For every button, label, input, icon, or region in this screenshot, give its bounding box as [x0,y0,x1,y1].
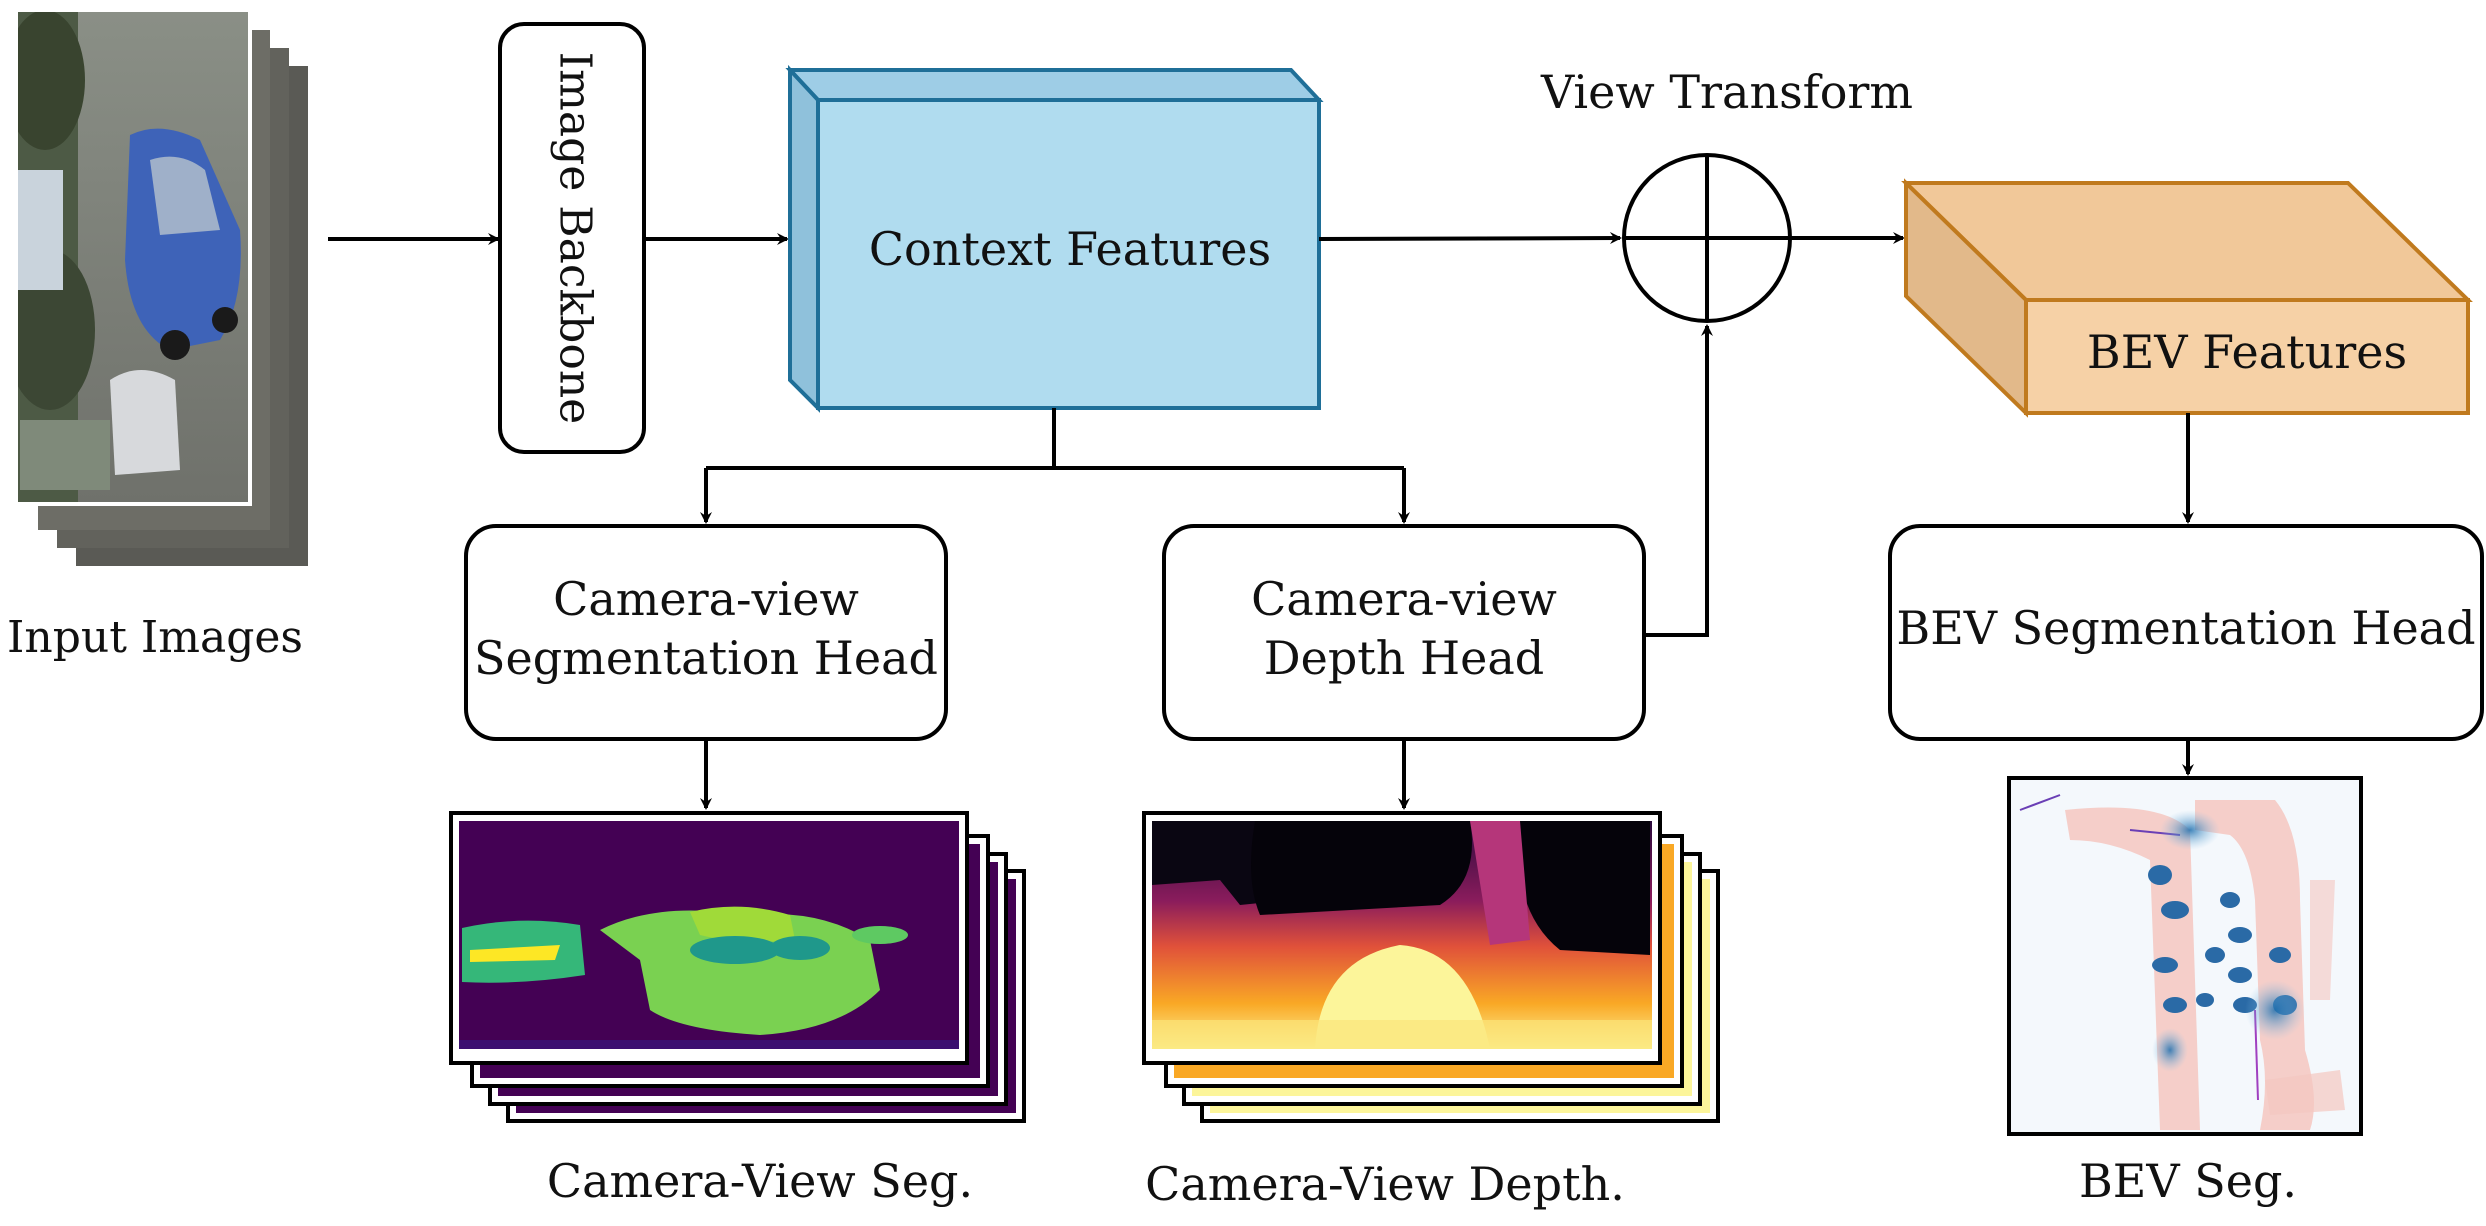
image-backbone-label: Image Backbone [550,52,601,424]
arrow-depth-to-transform [1644,324,1713,637]
seg-head-line2: Segmentation Head [474,631,938,685]
seg-mask-image [459,821,959,1049]
input-photo [18,12,248,502]
arrow-context-to-transform [1318,232,1622,245]
depth-head-line1: Camera-view [1251,572,1557,626]
bev-features-label: BEV Features [2087,325,2407,379]
context-features-label: Context Features [869,222,1271,276]
context-features-box [785,64,1324,413]
view-transform-node [1622,153,1792,323]
input-images-stack [14,8,308,566]
seg-output-stack [449,811,1026,1123]
seg-head-line1: Camera-view [553,572,859,626]
context-split-connector [700,408,1410,524]
bev-seg-label: BEV Seg. [2079,1154,2297,1208]
depth-output-label: Camera-View Depth. [1145,1157,1625,1211]
depth-map-image [1152,821,1652,1049]
bev-head-label: BEV Segmentation Head [1896,601,2475,655]
input-images-label: Input Images [7,612,303,663]
depth-head-line2: Depth Head [1264,631,1545,685]
seg-output-label: Camera-View Seg. [547,1154,973,1208]
depth-output-stack [1142,811,1720,1123]
bev-seg-image [2011,780,2359,1132]
bev-features-box [1901,178,2473,418]
view-transform-label: View Transform [1540,65,1913,119]
